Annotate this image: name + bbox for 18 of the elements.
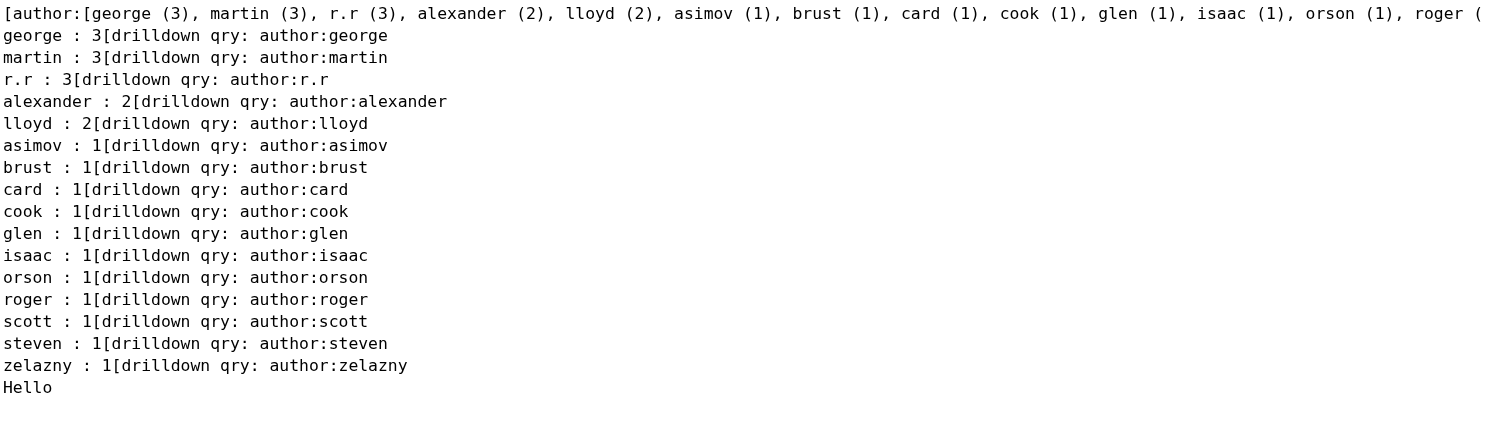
console-output-line: lloyd : 2[drilldown qry: author:lloyd [3,113,369,135]
console-output-line: orson : 1[drilldown qry: author:orson [3,267,369,289]
console-output-line: [author:[george (3), martin (3), r.r (3), alexander (2), lloyd (2), asimov (1), brust (1), card (1), cook (1), glen (1), isaac (1), orson (1), roger ( [3,3,1484,25]
console-output-line: card : 1[drilldown qry: author:card [3,179,349,201]
console-output-line: asimov : 1[drilldown qry: author:asimov [3,135,388,157]
console-output-line: Hello [3,377,53,399]
console-output-line: roger : 1[drilldown qry: author:roger [3,289,369,311]
console-output-line: brust : 1[drilldown qry: author:brust [3,157,369,179]
console-output-line: zelazny : 1[drilldown qry: author:zelazny [3,355,408,377]
console-output-line: scott : 1[drilldown qry: author:scott [3,311,369,333]
console-output-line: martin : 3[drilldown qry: author:martin [3,47,388,69]
console-output-line: alexander : 2[drilldown qry: author:alexander [3,91,448,113]
console-output-line: isaac : 1[drilldown qry: author:isaac [3,245,369,267]
console-output-line: r.r : 3[drilldown qry: author:r.r [3,69,329,91]
console-output-line: glen : 1[drilldown qry: author:glen [3,223,349,245]
console-output-line: cook : 1[drilldown qry: author:cook [3,201,349,223]
console-output-line: george : 3[drilldown qry: author:george [3,25,388,47]
console-output-line: steven : 1[drilldown qry: author:steven [3,333,388,355]
